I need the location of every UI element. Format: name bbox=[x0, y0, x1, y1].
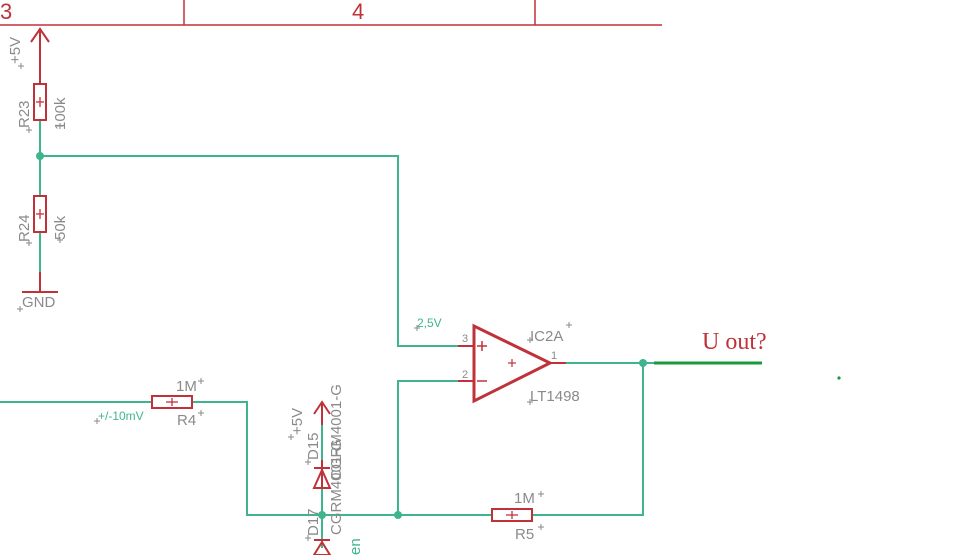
opamp-pin-plus: 3 bbox=[462, 333, 468, 345]
diode-d15[interactable]: +5V D15 CGRM4001-G bbox=[289, 384, 345, 489]
r24-name: R24 bbox=[16, 214, 33, 242]
r4-value: 1M bbox=[176, 378, 197, 395]
net-label-input: +/-10mV bbox=[98, 409, 144, 423]
wire-r4-node bbox=[192, 401, 492, 516]
d15-vcc-label: +5V bbox=[289, 408, 306, 435]
d17-part: CGRM4001-G bbox=[328, 439, 345, 535]
d15-part: CGRM4001-G bbox=[328, 384, 345, 480]
wire-feedback bbox=[532, 363, 644, 516]
junction-output bbox=[639, 359, 647, 367]
r24-value: 50k bbox=[52, 215, 69, 240]
net-label-partial: en bbox=[347, 538, 364, 555]
resistor-r23[interactable]: R23 100k bbox=[16, 83, 69, 130]
ground-symbol: GND bbox=[22, 272, 58, 311]
net-label-vref: 2,5V bbox=[417, 316, 442, 330]
r23-name: R23 bbox=[16, 100, 33, 128]
origin-markers bbox=[17, 63, 572, 541]
frame-column-4: 4 bbox=[352, 0, 364, 24]
wire-inverting bbox=[397, 380, 470, 515]
d15-name: D15 bbox=[305, 432, 322, 460]
junction-node-d17 bbox=[318, 511, 326, 519]
wire-vref bbox=[40, 155, 470, 347]
r23-value: 100k bbox=[52, 97, 69, 130]
opamp-pin-minus: 2 bbox=[462, 369, 468, 381]
r23-vcc-label: +5V bbox=[7, 37, 24, 64]
resistor-r4[interactable]: 1M R4 bbox=[151, 378, 197, 429]
r5-name: R5 bbox=[515, 526, 534, 543]
r5-value: 1M bbox=[514, 490, 535, 507]
stray-dot bbox=[837, 376, 841, 380]
frame-column-3: 3 bbox=[0, 0, 12, 24]
opamp-pin-out: 1 bbox=[551, 350, 557, 362]
d17-name: D17 bbox=[305, 508, 322, 536]
supply-r23: +5V bbox=[7, 27, 50, 84]
resistor-r5[interactable]: 1M R5 bbox=[491, 490, 535, 543]
opamp-name: IC2A bbox=[530, 328, 563, 345]
diode-d17[interactable]: D17 CGRM4001-G bbox=[305, 439, 345, 555]
opamp-ic2a[interactable]: 3 2 1 IC2A LT1498 bbox=[458, 323, 580, 405]
junction-divider bbox=[36, 152, 44, 160]
u-out-annotation: U out? bbox=[702, 329, 767, 355]
r4-name: R4 bbox=[177, 412, 196, 429]
resistor-r24[interactable]: R24 50k bbox=[16, 195, 69, 242]
drawing-frame: 3 4 bbox=[0, 0, 662, 26]
gnd-label: GND bbox=[22, 294, 56, 311]
wires bbox=[0, 120, 700, 548]
junction-node-inv bbox=[394, 511, 402, 519]
opamp-part: LT1498 bbox=[530, 388, 580, 405]
